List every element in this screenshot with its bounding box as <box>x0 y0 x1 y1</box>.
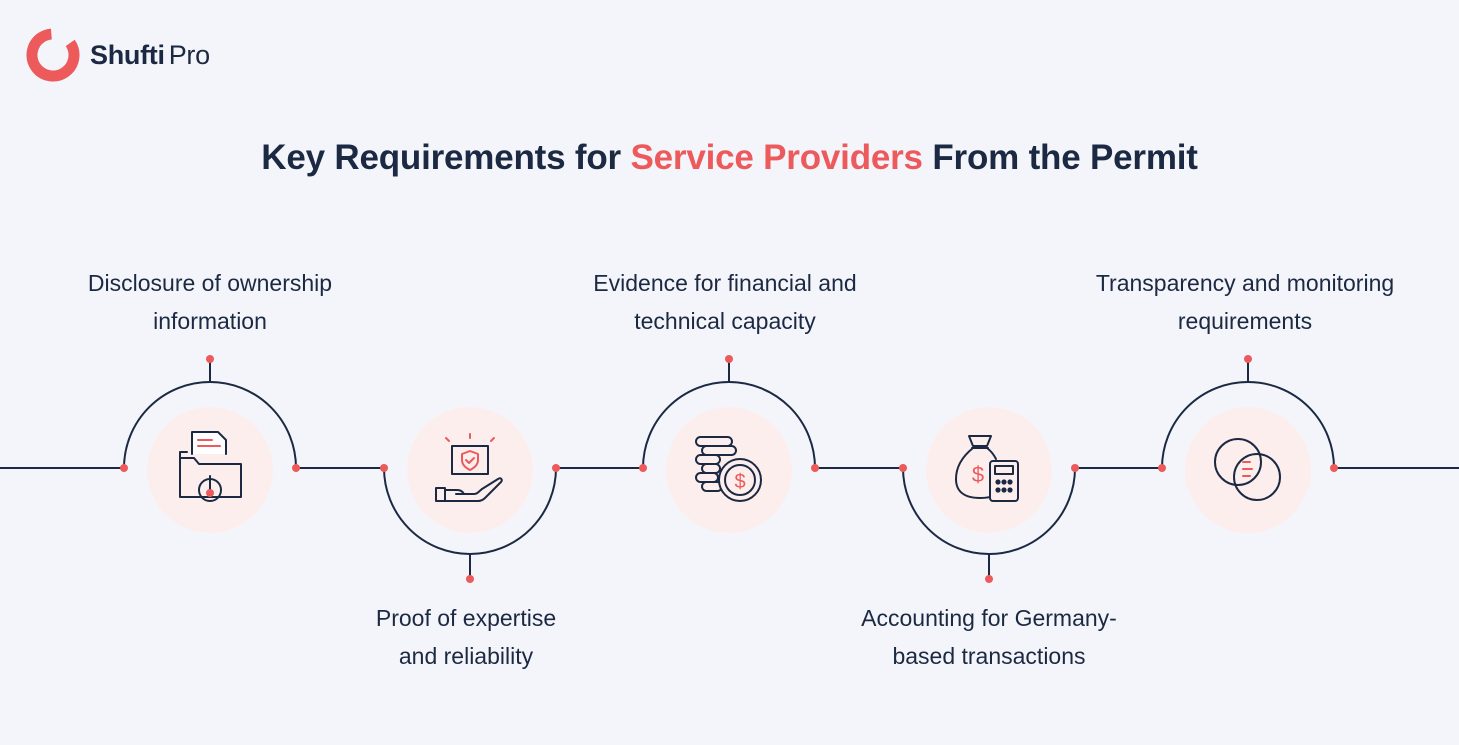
step-4-label-line1: Accounting for Germany- <box>861 605 1117 631</box>
connector-dot <box>120 464 128 472</box>
connector-dot <box>292 464 300 472</box>
coins-dollar-icon: $ <box>695 436 762 502</box>
tick-dot <box>206 355 214 363</box>
step-2-label-line2: and reliability <box>398 643 534 669</box>
step-1-label-line1: Disclosure of ownership <box>87 270 333 296</box>
step-1-arc <box>123 381 297 469</box>
step-3-label: Evidence for financial and technical cap… <box>535 264 915 340</box>
step-5-label-line2: requirements <box>1177 308 1313 334</box>
connector-dot <box>1330 464 1338 472</box>
title-before: Key Requirements for <box>261 138 631 177</box>
page-title: Key Requirements for Service Providers F… <box>0 138 1459 178</box>
step-3-label-line2: technical capacity <box>634 308 816 334</box>
step-5-label-line1: Transparency and monitoring <box>1095 270 1395 296</box>
step-2-label: Proof of expertise and reliability <box>276 599 656 675</box>
shufti-pro-logo-icon <box>26 28 80 82</box>
overlapping-circles-icon <box>1214 438 1281 501</box>
dollar-sign: $ <box>972 462 984 487</box>
connector-dot <box>552 464 560 472</box>
title-highlight: Service Providers <box>630 138 923 177</box>
step-1-disc <box>147 407 273 533</box>
connector-dot <box>811 464 819 472</box>
step-4-arc <box>902 467 1076 555</box>
tick-dot <box>985 575 993 583</box>
step-2-label-line1: Proof of expertise <box>375 605 557 631</box>
money-bag-calculator-icon: $ <box>955 435 1019 502</box>
brand-name-part1: Shufti <box>90 39 165 70</box>
step-4-label: Accounting for Germany- based transactio… <box>799 599 1179 675</box>
step-3-label-line1: Evidence for financial and <box>593 270 857 296</box>
tick-dot <box>1244 355 1252 363</box>
connector-dot <box>1158 464 1166 472</box>
step-4-label-line2: based transactions <box>892 643 1086 669</box>
connector-dot <box>639 464 647 472</box>
step-5-label: Transparency and monitoring requirements <box>1055 264 1435 340</box>
title-after: From the Permit <box>922 138 1198 177</box>
step-5-arc <box>1161 381 1335 469</box>
connector-dot <box>380 464 388 472</box>
folder-info-icon <box>179 431 242 502</box>
step-1-label: Disclosure of ownership information <box>20 264 400 340</box>
tick-dot <box>466 575 474 583</box>
connector-dot <box>899 464 907 472</box>
tick-dot <box>725 355 733 363</box>
step-2-arc <box>383 467 557 555</box>
step-3-arc <box>642 381 816 469</box>
step-1-label-line2: information <box>153 308 267 334</box>
dollar-sign: $ <box>734 471 745 493</box>
brand-name-part2: Pro <box>168 39 210 70</box>
hand-shield-icon <box>435 433 503 502</box>
connector-dot <box>1071 464 1079 472</box>
